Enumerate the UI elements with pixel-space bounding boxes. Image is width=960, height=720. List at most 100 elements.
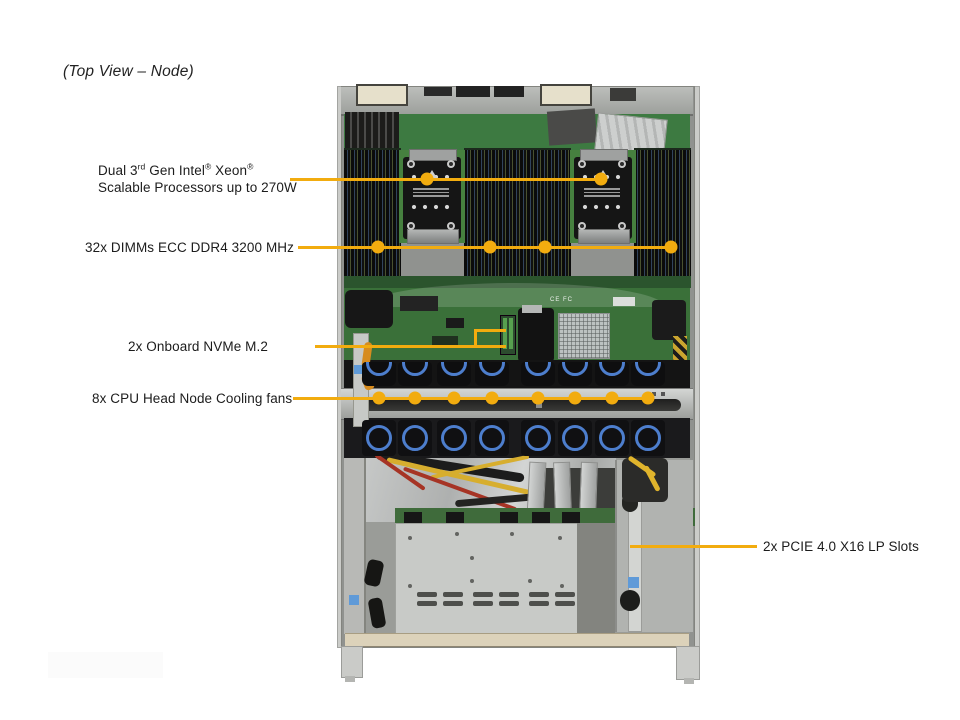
nvme-callout-line [315, 345, 506, 348]
dimm-callout-dot [371, 240, 385, 254]
cpu-screw [447, 160, 455, 168]
cooling-fan-front [362, 362, 396, 386]
plate-shadow-gap [577, 523, 615, 633]
cpu-latch-top [580, 149, 628, 161]
m2-heat-spreader [518, 308, 554, 362]
dimm-callout-dot [664, 240, 678, 254]
screw [470, 556, 474, 560]
blue-sticker-left [349, 595, 359, 605]
fan-ring [479, 425, 505, 451]
vent-slot [417, 601, 437, 606]
cpu-callout-dot [420, 172, 434, 186]
vent-slot [555, 592, 575, 597]
screw [510, 532, 514, 536]
io-black-connector-4 [610, 88, 636, 101]
cpu-text-line [413, 188, 449, 190]
cooling-fan-rear [398, 420, 432, 456]
vent-slot [499, 601, 519, 606]
fans-callout-dot [485, 391, 499, 405]
vent-slot [443, 592, 463, 597]
fan-ring [366, 425, 392, 451]
fans-callout-dot [372, 391, 386, 405]
m2-module-2 [509, 318, 513, 349]
io-black-connector-3 [494, 86, 524, 97]
cooling-fan-front [475, 362, 509, 386]
edge-connector-3 [500, 512, 518, 523]
cpu-screw [407, 160, 415, 168]
fans-callout-dot [641, 391, 655, 405]
screw [408, 584, 412, 588]
fans-callout-dot [531, 391, 545, 405]
left-cable-block [345, 112, 399, 152]
cpu-latch-top [409, 149, 457, 161]
fan-bar-mark-2 [661, 392, 665, 396]
fan-ring [599, 362, 625, 376]
edge-connector-4 [532, 512, 550, 523]
m2-clip [522, 305, 542, 313]
io-connector-right [540, 84, 592, 106]
cpu-callout-dot [594, 172, 608, 186]
chip-2 [446, 318, 464, 328]
fan-ring [599, 425, 625, 451]
fan-ring [402, 425, 428, 451]
fans-callout-label: 8x CPU Head Node Cooling fans [92, 391, 293, 406]
pcie-callout-label: 2x PCIE 4.0 X16 LP Slots [763, 539, 919, 554]
fans-callout-dot [605, 391, 619, 405]
cpu-pin-dots [581, 202, 625, 216]
cpu-text-line [584, 195, 620, 197]
screw [560, 584, 564, 588]
dimm-bank-center [464, 148, 571, 280]
vent-slot [499, 592, 519, 597]
edge-connector-5 [562, 512, 580, 523]
fans-callout-line [293, 397, 648, 400]
cpu-screw [447, 222, 455, 230]
pcie-callout-line [630, 545, 757, 548]
dimm-edge-strip [344, 276, 691, 288]
cpu-screw [618, 222, 626, 230]
cpu-screw [407, 222, 415, 230]
screw [470, 579, 474, 583]
ce-fc-marking: CE FC [550, 297, 573, 303]
io-black-connector-2 [456, 86, 490, 97]
fan-ring [525, 362, 551, 376]
cpu-text-line [584, 191, 620, 193]
m2-module-1 [503, 318, 507, 349]
io-connector-left [356, 84, 408, 106]
cpu-latch-bottom [578, 229, 630, 244]
cooling-fan-rear [521, 420, 555, 456]
fan-ring [479, 362, 505, 376]
nvme-callout-label: 2x Onboard NVMe M.2 [128, 339, 268, 354]
riser-hole-lower [620, 590, 640, 611]
fan-ring [635, 425, 661, 451]
cpu-screw [578, 222, 586, 230]
fan-ring [441, 425, 467, 451]
right-cable-block [652, 300, 686, 340]
screw [558, 536, 562, 540]
blue-sticker-right [628, 577, 639, 588]
left-cable-bundle [345, 290, 393, 328]
bottom-cover-plate [395, 523, 579, 635]
cpu-label-line1: Dual 3 [98, 163, 138, 178]
cooling-fan-front [398, 362, 432, 386]
cpu-screw [618, 160, 626, 168]
cooling-fan-rear [558, 420, 592, 456]
chipset-heatsink [558, 313, 610, 359]
fan-ring [562, 425, 588, 451]
vent-slot [529, 592, 549, 597]
cooling-fan-front [595, 362, 629, 386]
cpu-pin-dots [410, 202, 454, 216]
dimm-callout-dot [538, 240, 552, 254]
screw [408, 536, 412, 540]
cpu-screw [578, 160, 586, 168]
cpu-callout-line [290, 178, 601, 181]
board-sticker [613, 297, 635, 306]
vent-slot [443, 601, 463, 606]
chip-1 [400, 296, 438, 311]
fan-bar-mark-1 [652, 392, 656, 396]
edge-connector-1 [404, 512, 422, 523]
watermark [48, 652, 163, 678]
cpu-latch-bottom [407, 229, 459, 244]
chip-3 [432, 336, 458, 345]
